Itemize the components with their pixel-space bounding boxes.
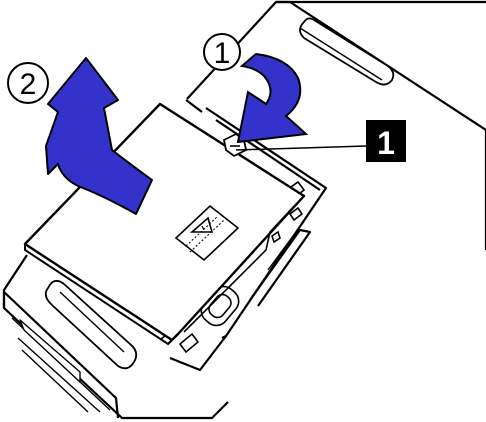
step-2-number: 2 <box>20 68 37 101</box>
lift-arrow-body <box>45 57 153 215</box>
callout-leader <box>235 145 367 151</box>
callout-1-number: 1 <box>377 125 395 161</box>
callout-1-badge: 1 <box>366 120 406 162</box>
step-1-number: 1 <box>214 37 231 70</box>
laptop-base <box>2 254 229 420</box>
step-1-marker: 1 <box>203 33 241 71</box>
step-2-marker: 2 <box>7 62 49 104</box>
warning-label <box>174 204 240 262</box>
press-arrow <box>236 52 309 144</box>
